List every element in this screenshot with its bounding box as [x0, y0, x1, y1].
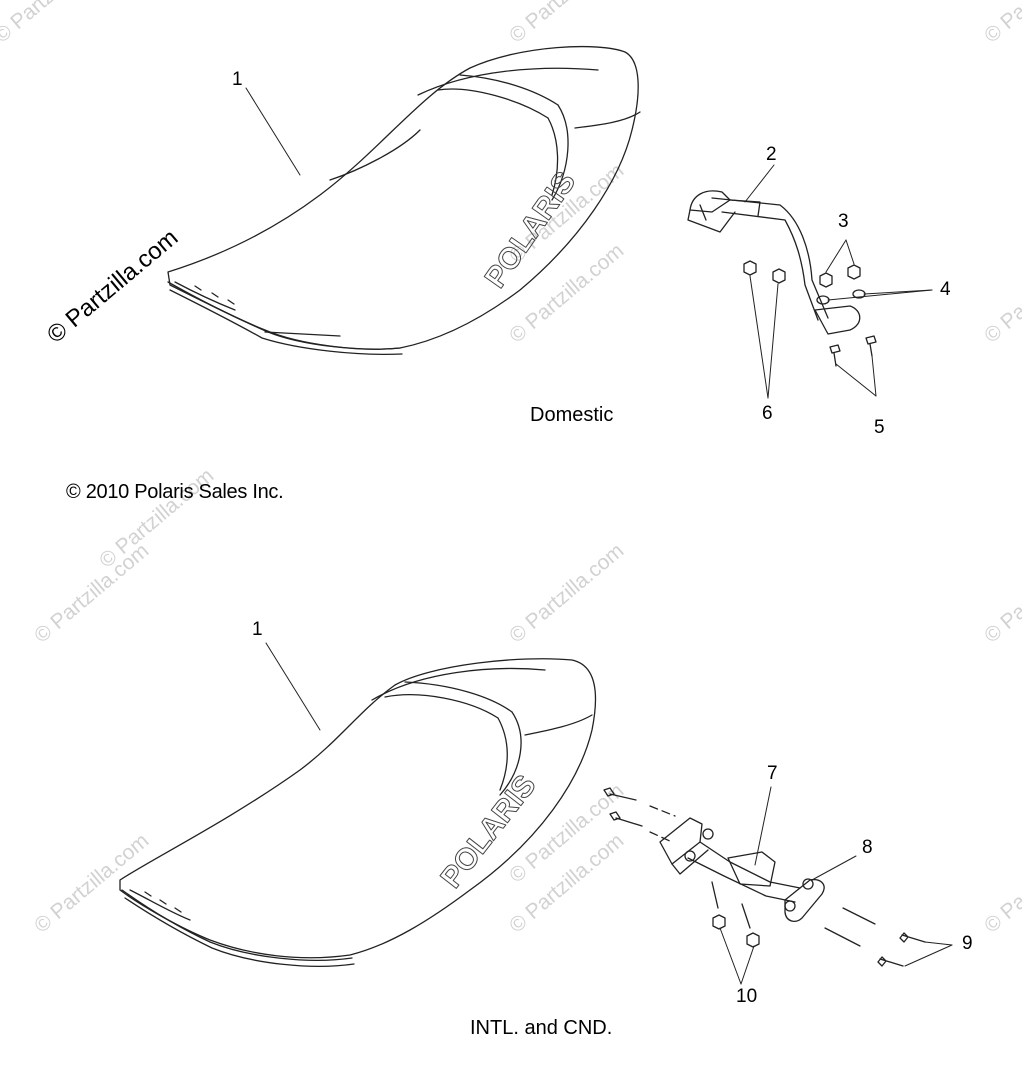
callout-1-top: 1 — [232, 69, 243, 90]
seat-top — [167, 45, 641, 355]
callout-10: 10 — [736, 986, 758, 1007]
callout-2: 2 — [766, 144, 777, 165]
callout-4: 4 — [940, 279, 951, 300]
callout-8: 8 — [862, 837, 873, 858]
caption-domestic: Domestic — [530, 404, 614, 426]
seat-brand-logo: POLARIS — [479, 166, 583, 294]
callout-5: 5 — [874, 417, 885, 438]
copyright-notice: © 2010 Polaris Sales Inc. — [66, 481, 284, 503]
callout-1-bottom: 1 — [252, 619, 263, 640]
leader-lines-top — [245, 87, 933, 399]
seat-bracket-intl — [603, 787, 926, 967]
callout-7: 7 — [767, 763, 778, 784]
leader-lines-bottom — [265, 642, 953, 985]
seat-bottom — [119, 658, 597, 967]
callout-6: 6 — [762, 403, 773, 424]
callout-3: 3 — [838, 211, 849, 232]
caption-intl-cnd: INTL. and CND. — [470, 1017, 613, 1039]
callout-9: 9 — [962, 933, 973, 954]
